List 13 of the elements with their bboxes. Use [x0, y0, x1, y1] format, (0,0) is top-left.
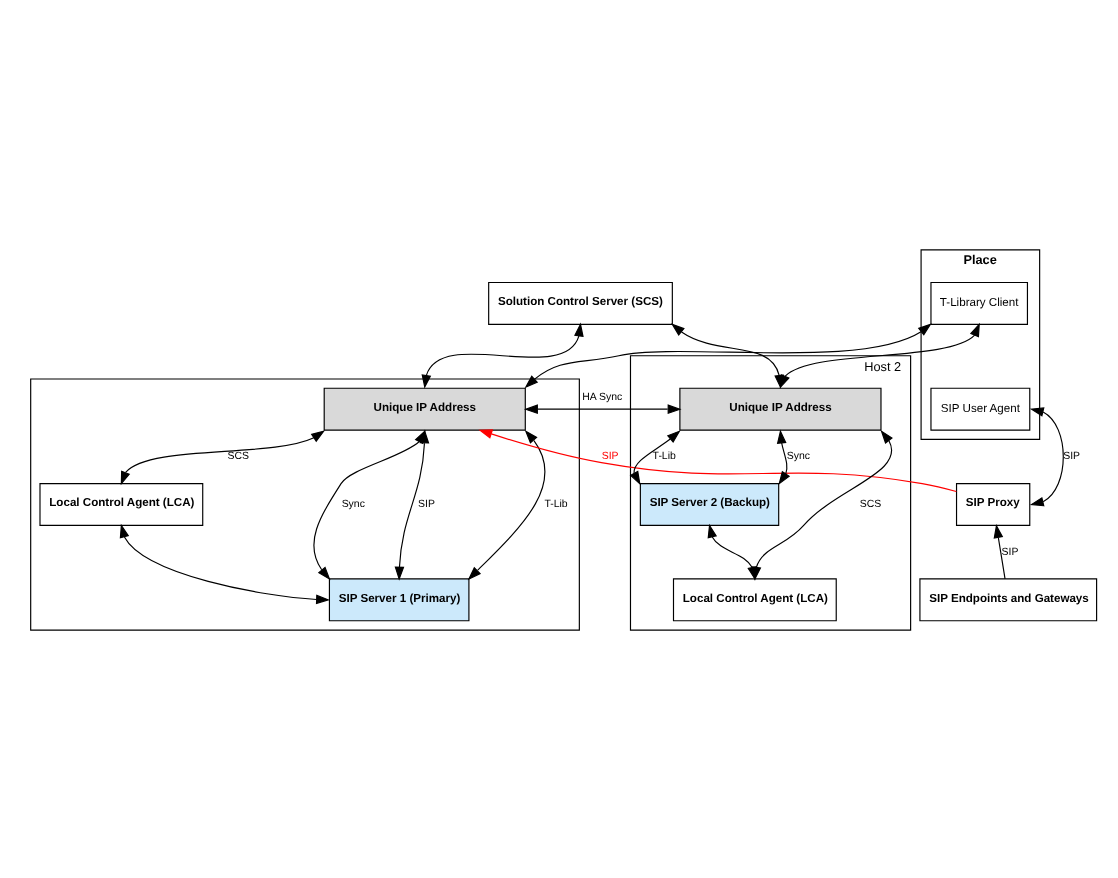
arrow — [779, 321, 980, 388]
arrow — [523, 403, 682, 414]
cluster — [30, 377, 580, 630]
arrow — [776, 428, 791, 485]
arrow — [119, 522, 330, 604]
arrow — [467, 428, 546, 580]
arrow — [1029, 406, 1064, 506]
arrow — [421, 321, 584, 388]
arrow — [993, 523, 1006, 579]
arrow — [478, 428, 957, 492]
arrow — [707, 522, 757, 580]
arrow — [120, 429, 326, 485]
arrow — [629, 429, 681, 485]
